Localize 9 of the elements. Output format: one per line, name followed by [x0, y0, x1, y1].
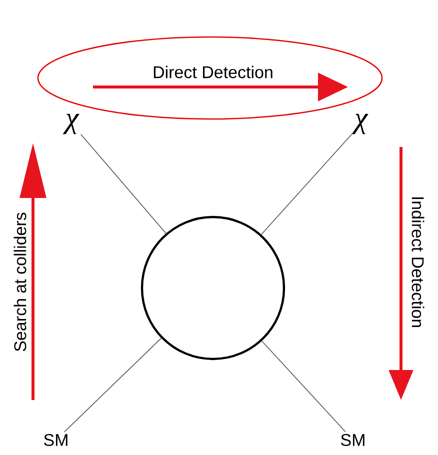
connector-line — [64, 338, 162, 432]
connector-line — [260, 133, 353, 235]
connector-line — [261, 340, 346, 432]
axis-label: Search at colliders — [14, 212, 26, 352]
particle-label: SM — [44, 434, 68, 446]
particle-label: SM — [341, 434, 364, 446]
axis-label: Indirect Detection — [412, 197, 424, 327]
connector-line — [80, 134, 166, 234]
interaction-circle — [140, 216, 286, 360]
